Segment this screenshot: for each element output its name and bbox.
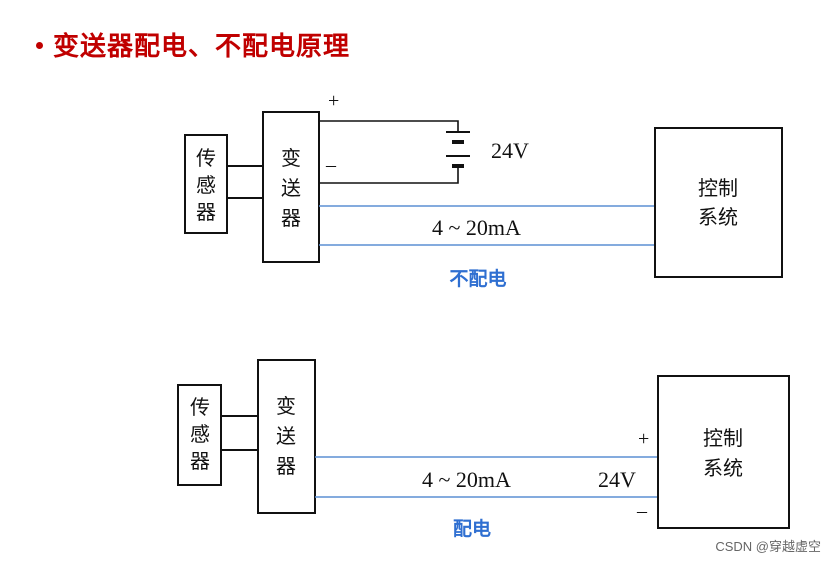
sensor-char: 传 [196, 146, 216, 170]
transmitter-char: 送 [281, 176, 301, 200]
current-label: 4 ~ 20mA [432, 215, 521, 240]
current-label: 4 ~ 20mA [422, 467, 511, 492]
supply-voltage-label: 24V [598, 467, 636, 492]
control-system-box [657, 375, 790, 529]
control-system-label: 控制 [703, 426, 743, 450]
page-title: 变送器配电、不配电原理 [36, 26, 350, 63]
sensor-char: 感 [196, 173, 216, 197]
sensor-box [184, 134, 228, 234]
control-system-label: 系统 [698, 205, 738, 229]
supply-voltage-label: 24V [491, 138, 529, 163]
supply-wire-positive [319, 120, 459, 131]
supply-wire-negative [319, 168, 459, 184]
transmitter-char: 器 [281, 206, 301, 230]
sensor-char: 传 [190, 395, 210, 419]
control-system-box [654, 127, 783, 278]
transmitter-char: 器 [276, 454, 296, 478]
minus-sign: – [636, 500, 648, 522]
caption-powered: 配电 [453, 517, 491, 540]
diagram-powered: 传 感 器 变 送 器 4 ~ 20mA 24V + – 控制 系统 配电 [177, 359, 790, 540]
control-system-label: 系统 [703, 456, 743, 480]
sensor-char: 感 [190, 422, 210, 446]
sensor-box [177, 384, 222, 486]
transmitter-box [257, 359, 316, 514]
watermark: CSDN @穿越虚空 [715, 539, 821, 554]
title-bullet [36, 42, 43, 49]
transmitter-char: 变 [281, 146, 301, 170]
diagram-unpowered: 传 感 器 变 送 器 + – 24V 4 ~ 20mA 控制 系统 不配电 [184, 90, 783, 290]
control-system-label: 控制 [698, 176, 738, 200]
title-text: 变送器配电、不配电原理 [53, 32, 351, 62]
caption-unpowered: 不配电 [449, 267, 506, 290]
transmitter-box [262, 111, 320, 263]
sensor-char: 器 [196, 200, 216, 224]
minus-sign: – [325, 154, 337, 176]
sensor-char: 器 [190, 449, 210, 473]
plus-sign: + [328, 90, 339, 112]
transmitter-char: 变 [276, 394, 296, 418]
battery-icon [446, 131, 470, 168]
plus-sign: + [638, 428, 649, 450]
transmitter-char: 送 [276, 424, 296, 448]
